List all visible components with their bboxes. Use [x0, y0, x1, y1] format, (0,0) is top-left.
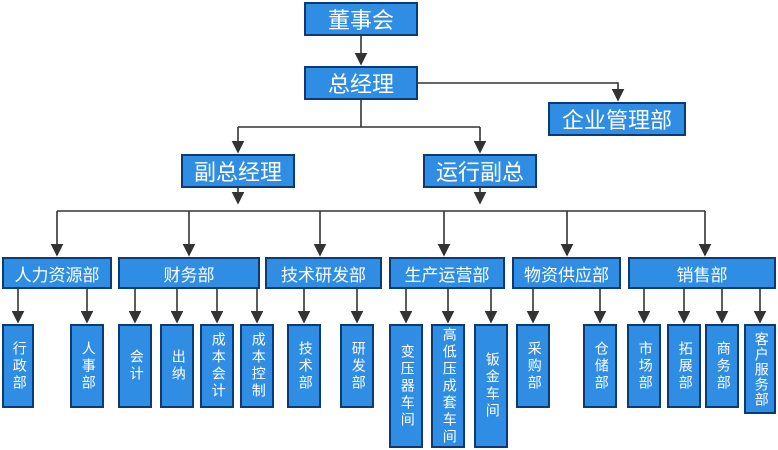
unit-warehouse-box: 仓储部: [583, 324, 617, 408]
unit-admin-box: 行政部: [2, 324, 34, 408]
board-box: 董事会: [304, 2, 418, 36]
enterprise-management-label: 企业管理部: [561, 109, 672, 134]
dept-rd-label: 技术研发部: [281, 265, 366, 286]
unit-customer-service-box: 客户服务部: [744, 324, 776, 414]
unit-switchgear-workshop-box: 高低压成套车间: [431, 324, 465, 448]
dept-production-box: 生产运营部: [389, 257, 505, 289]
dept-hr-label: 人力资源部: [14, 265, 100, 286]
unit-admin-label: 行政部: [10, 340, 27, 392]
unit-cost-control-box: 成本控制: [240, 324, 274, 408]
unit-switchgear-workshop-label: 高低压成套车间: [440, 326, 457, 446]
unit-accounting-box: 会计: [118, 324, 152, 408]
dept-sales-box: 销售部: [628, 257, 776, 289]
unit-cost-accounting-label: 成本会计: [209, 332, 226, 400]
unit-accounting-label: 会计: [127, 349, 144, 383]
unit-sheetmetal-workshop-label: 钣金车间: [483, 352, 500, 420]
unit-customer-service-label: 客户服务部: [752, 331, 769, 407]
unit-business-box: 商务部: [705, 324, 739, 408]
dept-hr-box: 人力资源部: [2, 257, 112, 289]
unit-purchasing-box: 采购部: [516, 324, 550, 408]
deputy-gm-label: 副总经理: [193, 161, 282, 186]
unit-expansion-label: 拓展部: [676, 340, 693, 392]
unit-warehouse-label: 仓储部: [592, 340, 609, 392]
unit-cashier-box: 出纳: [160, 324, 194, 408]
unit-expansion-box: 拓展部: [667, 324, 701, 408]
connector-gm-enterprise: [418, 82, 625, 102]
unit-tech-box: 技术部: [287, 324, 321, 408]
unit-market-box: 市场部: [627, 324, 661, 408]
dept-production-label: 生产运营部: [404, 265, 490, 286]
dept-supply-box: 物资供应部: [512, 257, 621, 289]
unit-research-box: 研发部: [340, 324, 374, 408]
unit-sheetmetal-workshop-box: 钣金车间: [474, 324, 508, 448]
ops-deputy-label: 运行副总: [435, 161, 524, 186]
unit-cost-accounting-box: 成本会计: [200, 324, 234, 408]
ops-deputy-box: 运行副总: [423, 154, 537, 188]
unit-purchasing-label: 采购部: [525, 340, 542, 392]
unit-personnel-box: 人事部: [70, 324, 104, 408]
enterprise-management-box: 企业管理部: [548, 102, 686, 136]
dept-sales-label: 销售部: [676, 265, 728, 286]
unit-cost-control-label: 成本控制: [249, 332, 266, 400]
general-manager-label: 总经理: [327, 73, 394, 98]
unit-tech-label: 技术部: [296, 340, 313, 392]
board-label: 董事会: [327, 9, 394, 34]
unit-business-label: 商务部: [714, 340, 731, 392]
dept-rd-box: 技术研发部: [265, 257, 382, 289]
unit-transformer-workshop-label: 变压器车间: [398, 343, 415, 429]
unit-market-label: 市场部: [636, 340, 653, 392]
unit-transformer-workshop-box: 变压器车间: [389, 324, 423, 448]
unit-research-label: 研发部: [349, 340, 366, 392]
deputy-gm-box: 副总经理: [181, 154, 295, 188]
dept-finance-box: 财务部: [118, 257, 260, 289]
dept-finance-label: 财务部: [163, 265, 215, 286]
general-manager-box: 总经理: [304, 66, 418, 100]
unit-cashier-label: 出纳: [169, 349, 186, 383]
dept-supply-label: 物资供应部: [524, 265, 609, 286]
unit-personnel-label: 人事部: [79, 340, 96, 392]
